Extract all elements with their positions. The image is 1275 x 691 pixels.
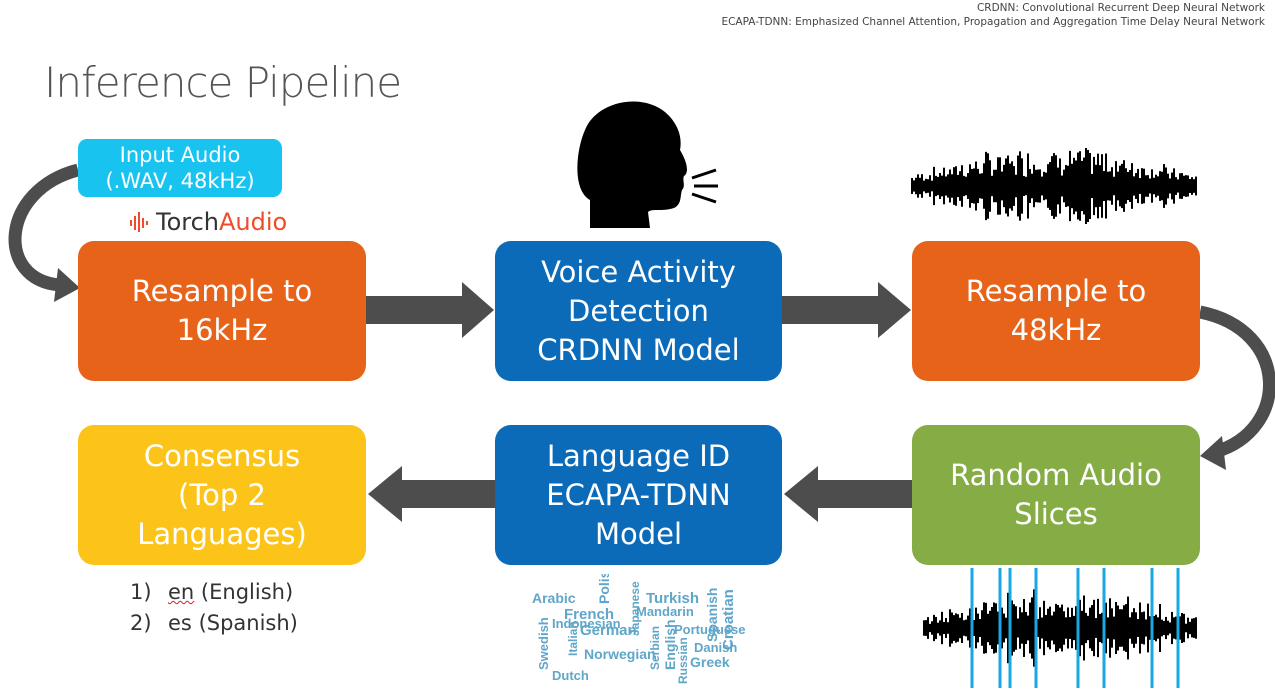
cloud-word: Dutch bbox=[552, 668, 589, 683]
language-word-cloud: Arabic French Polish Turkish Spanish Cro… bbox=[528, 574, 760, 686]
curved-arrow-input-head bbox=[54, 268, 80, 302]
result-1-number: 1) bbox=[130, 580, 152, 604]
footnote-ecapa: ECAPA-TDNN: Emphasized Channel Attention… bbox=[721, 16, 1265, 28]
stage-language-id: Language ID ECAPA-TDNN Model bbox=[495, 425, 782, 565]
result-2-code: es bbox=[168, 611, 192, 635]
cloud-word: Danish bbox=[694, 640, 738, 655]
page-title: Inference Pipeline bbox=[44, 58, 402, 107]
stage-random-audio-slices: Random Audio Slices bbox=[912, 425, 1200, 565]
result-item-1: 1) en (English) bbox=[130, 580, 293, 604]
torchaudio-text-a: Torch bbox=[156, 208, 220, 236]
sliced-waveform-icon bbox=[923, 589, 1197, 667]
stage-resample-48khz-line1: Resample to bbox=[965, 274, 1147, 308]
cloud-word: French bbox=[564, 606, 615, 623]
slice-markers bbox=[970, 568, 1180, 688]
stage-slices-line2: Slices bbox=[1014, 497, 1098, 531]
cloud-word: Indonesian bbox=[552, 616, 621, 631]
waveform-icon bbox=[911, 147, 1197, 225]
stage-langid-line2: ECAPA-TDNN bbox=[546, 477, 731, 512]
arrow-slices-to-langid bbox=[784, 466, 912, 522]
arrow-langid-to-consensus bbox=[368, 466, 495, 522]
cloud-word: Italian bbox=[566, 621, 580, 656]
input-audio-label: Input Audio bbox=[119, 143, 241, 167]
footnote-crdnn: CRDNN: Convolutional Recurrent Deep Neur… bbox=[976, 2, 1265, 14]
cloud-word: Mandarin bbox=[636, 604, 694, 619]
curved-arrow-right bbox=[1198, 305, 1275, 459]
curved-arrow-right-head bbox=[1200, 436, 1226, 470]
curved-arrow-input bbox=[8, 163, 80, 292]
cloud-word: Arabic bbox=[532, 590, 576, 606]
torchaudio-text-b: Audio bbox=[219, 208, 288, 236]
cloud-word: Turkish bbox=[646, 590, 700, 607]
result-1-code: en bbox=[168, 580, 195, 604]
arrow-vad-to-resample48 bbox=[782, 282, 911, 338]
cloud-word: Greek bbox=[690, 654, 730, 670]
stage-consensus-line3: Languages) bbox=[137, 516, 307, 551]
cloud-word: Norwegian bbox=[584, 646, 656, 662]
arrow-resample-to-vad bbox=[366, 282, 494, 338]
stage-resample-48khz: Resample to 48kHz bbox=[912, 241, 1200, 381]
result-2-name: (Spanish) bbox=[198, 611, 298, 635]
cloud-word: Polish bbox=[596, 574, 612, 604]
stage-vad-line1: Voice Activity bbox=[541, 254, 736, 289]
stage-consensus-line1: Consensus bbox=[143, 438, 301, 473]
stage-resample-16khz-line1: Resample to bbox=[131, 274, 313, 308]
cloud-word: Portuguese bbox=[674, 622, 746, 637]
stage-resample-48khz-line2: 48kHz bbox=[1010, 313, 1102, 347]
torchaudio-logo-icon bbox=[130, 212, 148, 232]
stage-vad-line2: Detection bbox=[568, 293, 709, 328]
stage-resample-16khz-line2: 16kHz bbox=[176, 313, 268, 347]
cloud-word: German bbox=[580, 622, 637, 639]
cloud-word: Swedish bbox=[536, 617, 551, 670]
result-1-name: (English) bbox=[200, 580, 294, 604]
stage-langid-line3: Model bbox=[594, 516, 683, 551]
result-2-number: 2) bbox=[130, 611, 152, 635]
stage-langid-line1: Language ID bbox=[546, 438, 731, 473]
stage-slices-line1: Random Audio bbox=[950, 458, 1162, 492]
input-audio-format: (.WAV, 48kHz) bbox=[105, 169, 255, 193]
speaking-head-icon bbox=[577, 101, 718, 228]
stage-resample-16khz: Resample to 16kHz bbox=[78, 241, 366, 381]
input-audio-badge: Input Audio (.WAV, 48kHz) bbox=[78, 139, 282, 197]
stage-vad-line3: CRDNN Model bbox=[537, 332, 740, 367]
stage-consensus-line2: (Top 2 bbox=[178, 477, 266, 512]
cloud-word: Russian bbox=[676, 637, 690, 684]
stage-voice-activity-detection: Voice Activity Detection CRDNN Model bbox=[495, 241, 782, 381]
stage-consensus: Consensus (Top 2 Languages) bbox=[78, 425, 366, 565]
torchaudio-logo: TorchAudio bbox=[130, 208, 287, 236]
result-item-2: 2) es (Spanish) bbox=[130, 611, 298, 635]
